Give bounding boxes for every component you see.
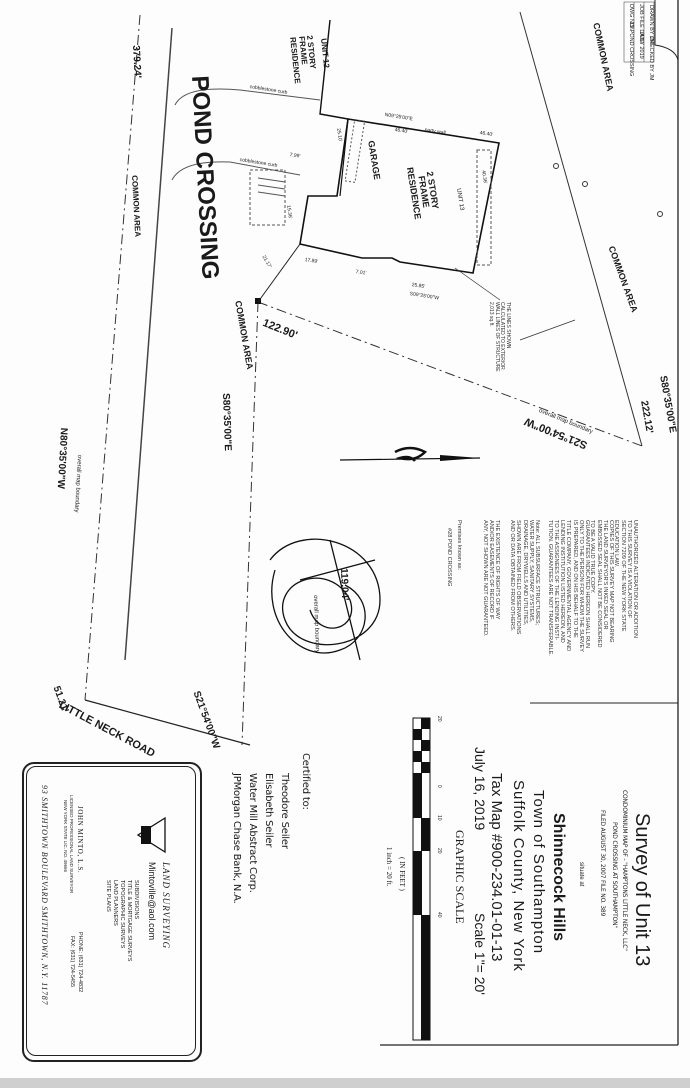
certified-name: JPMorgan Chase Bank, N.A. bbox=[231, 773, 242, 904]
surveyor-name: JOHN MINTO, L.S. bbox=[76, 806, 84, 874]
unit-12-footprint bbox=[319, 19, 349, 120]
unit-12-label: UNIT 12 bbox=[319, 37, 332, 69]
tie-line bbox=[257, 243, 301, 303]
scale-tick: 20 bbox=[436, 848, 442, 854]
info-box-corner bbox=[654, 0, 679, 61]
condo-map-line-2: POND CROSSING AT SOUTHAMPTON" bbox=[611, 822, 618, 928]
in-feet-label: ( IN FEET ) bbox=[398, 857, 406, 891]
graphic-scale-bar bbox=[412, 717, 431, 1041]
graphic-scale-label: GRAPHIC SCALE bbox=[453, 830, 467, 924]
dwg-number: 19\POND CROSSING bbox=[628, 22, 634, 77]
surveyor-phone: PHONE: (631) 724-4832 bbox=[77, 932, 83, 993]
premises-address: #28 POND CROSSING bbox=[446, 528, 452, 587]
note-guarantees: GUARANTEES INDICATED HEREON SHALL RUN ON… bbox=[546, 520, 590, 656]
little-neck-road-line bbox=[84, 699, 251, 746]
dim-119-04: 119.04' bbox=[338, 567, 351, 601]
boundary-east bbox=[519, 11, 643, 447]
survey-date: July 16, 2019 bbox=[472, 747, 488, 831]
logo-text: JM bbox=[155, 826, 164, 838]
surveyor-email: Mintoville@aol.com bbox=[147, 862, 157, 941]
cobblestone-curb bbox=[174, 88, 321, 106]
dim-25-10: 25.10' bbox=[335, 127, 344, 143]
note-copies: COPIES OF THIS SURVEY MAP NOT BEARING TH… bbox=[589, 520, 614, 648]
scan-edge bbox=[0, 1078, 690, 1088]
certified-name: Water Mill Abstract Corp. bbox=[247, 773, 258, 893]
situate-at: situate at bbox=[578, 862, 584, 887]
premises-label: Premises known as: bbox=[456, 520, 462, 571]
boundary-south bbox=[257, 301, 643, 447]
dim-15-36: 15.36' bbox=[285, 204, 294, 220]
filed-line: FILED AUGUST 30, 2007 FILE NO. 389 bbox=[599, 810, 606, 917]
surveyor-box bbox=[22, 762, 202, 1062]
surveyor-signature bbox=[269, 538, 381, 661]
scale-tick: 10 bbox=[436, 815, 442, 821]
certified-name: Theodore Seiler bbox=[279, 773, 290, 849]
garage-wall bbox=[339, 118, 349, 197]
unit-12-residence-label: 2 STORY FRAME RESIDENCE bbox=[288, 34, 318, 85]
surveyor-address: 93 SMITHTOWN BOULEVARD SMITHTOWN, N.Y. 1… bbox=[40, 785, 49, 1006]
monument-marker bbox=[255, 298, 261, 304]
surveyor-fax: FAX: (631) 724-5455 bbox=[69, 936, 75, 988]
certified-name: Elisabeth Seiler bbox=[263, 773, 274, 848]
service: LAND PLANNERS bbox=[112, 880, 118, 926]
dim-40-36: 40.36' bbox=[480, 169, 489, 185]
service: SUBDIVISIONS bbox=[133, 880, 139, 920]
note-rights-of-way: THE EXISTENCE OF RIGHTS OF WAY AND/OR EA… bbox=[481, 520, 500, 637]
tax-map: Tax Map #900-234.01-01-13 bbox=[488, 773, 505, 962]
bearing-s80e-mid: S80°35'00"E bbox=[220, 392, 234, 452]
surveyor-logo bbox=[136, 816, 166, 854]
service: TITLE & MORTGAGE SURVEYS bbox=[126, 880, 132, 962]
condo-map-line: CONDOMINIUM MAP OF - "HAMPTONS LITTLE NE… bbox=[621, 790, 628, 951]
north-arrow-icon bbox=[339, 446, 481, 462]
note-lines-shown: THE LINES SHOWN CALCULATED TO EXTERIOR W… bbox=[488, 302, 512, 372]
scale-tick: 20 bbox=[436, 716, 442, 722]
dim-379-24: 379.24' bbox=[130, 44, 143, 79]
job-date: JULY 2019 bbox=[638, 32, 644, 59]
info-box bbox=[623, 1, 655, 63]
service: TOPOGRAPHIC SURVEYS bbox=[119, 880, 125, 949]
license-number: NEW YORK STATE LIC. NO. 49666 bbox=[63, 800, 68, 873]
scale-text: Scale 1"= 20' bbox=[472, 913, 488, 995]
note-unauthorized: UNAUTHORIZED ALTERATION OR ADDITION TO T… bbox=[613, 520, 638, 638]
scale-tick: 40 bbox=[436, 912, 442, 918]
surveyor-heading: LAND SURVEYING bbox=[161, 862, 171, 950]
bearing-n80w: N80°35'00"W bbox=[54, 427, 69, 490]
note-subsurface: Note: ALL SUBSURFACE STRUCTURES; WATER S… bbox=[509, 520, 540, 635]
inch-equals-label: 1 inch = 20 ft. bbox=[385, 847, 393, 887]
certified-label: Certified to: bbox=[300, 753, 311, 810]
county: Suffolk County, New York bbox=[510, 780, 527, 972]
town: Town of Southampton bbox=[530, 790, 547, 955]
hamlet: Shinnecock Hills bbox=[550, 813, 567, 942]
boundary-mid bbox=[241, 301, 259, 746]
scale-tick: 0 bbox=[436, 785, 442, 788]
survey-title: Survey of Unit 13 bbox=[631, 813, 653, 967]
license-line: LICENSED PROFESSIONAL LAND SURVEYOR bbox=[69, 795, 74, 894]
checked-by: CHECKED BY JM bbox=[648, 36, 654, 81]
pond-crossing-edge bbox=[124, 27, 173, 661]
unit-13-footprint bbox=[299, 118, 500, 274]
service: SITE PLANS bbox=[105, 880, 111, 912]
boundary-west bbox=[84, 14, 141, 701]
